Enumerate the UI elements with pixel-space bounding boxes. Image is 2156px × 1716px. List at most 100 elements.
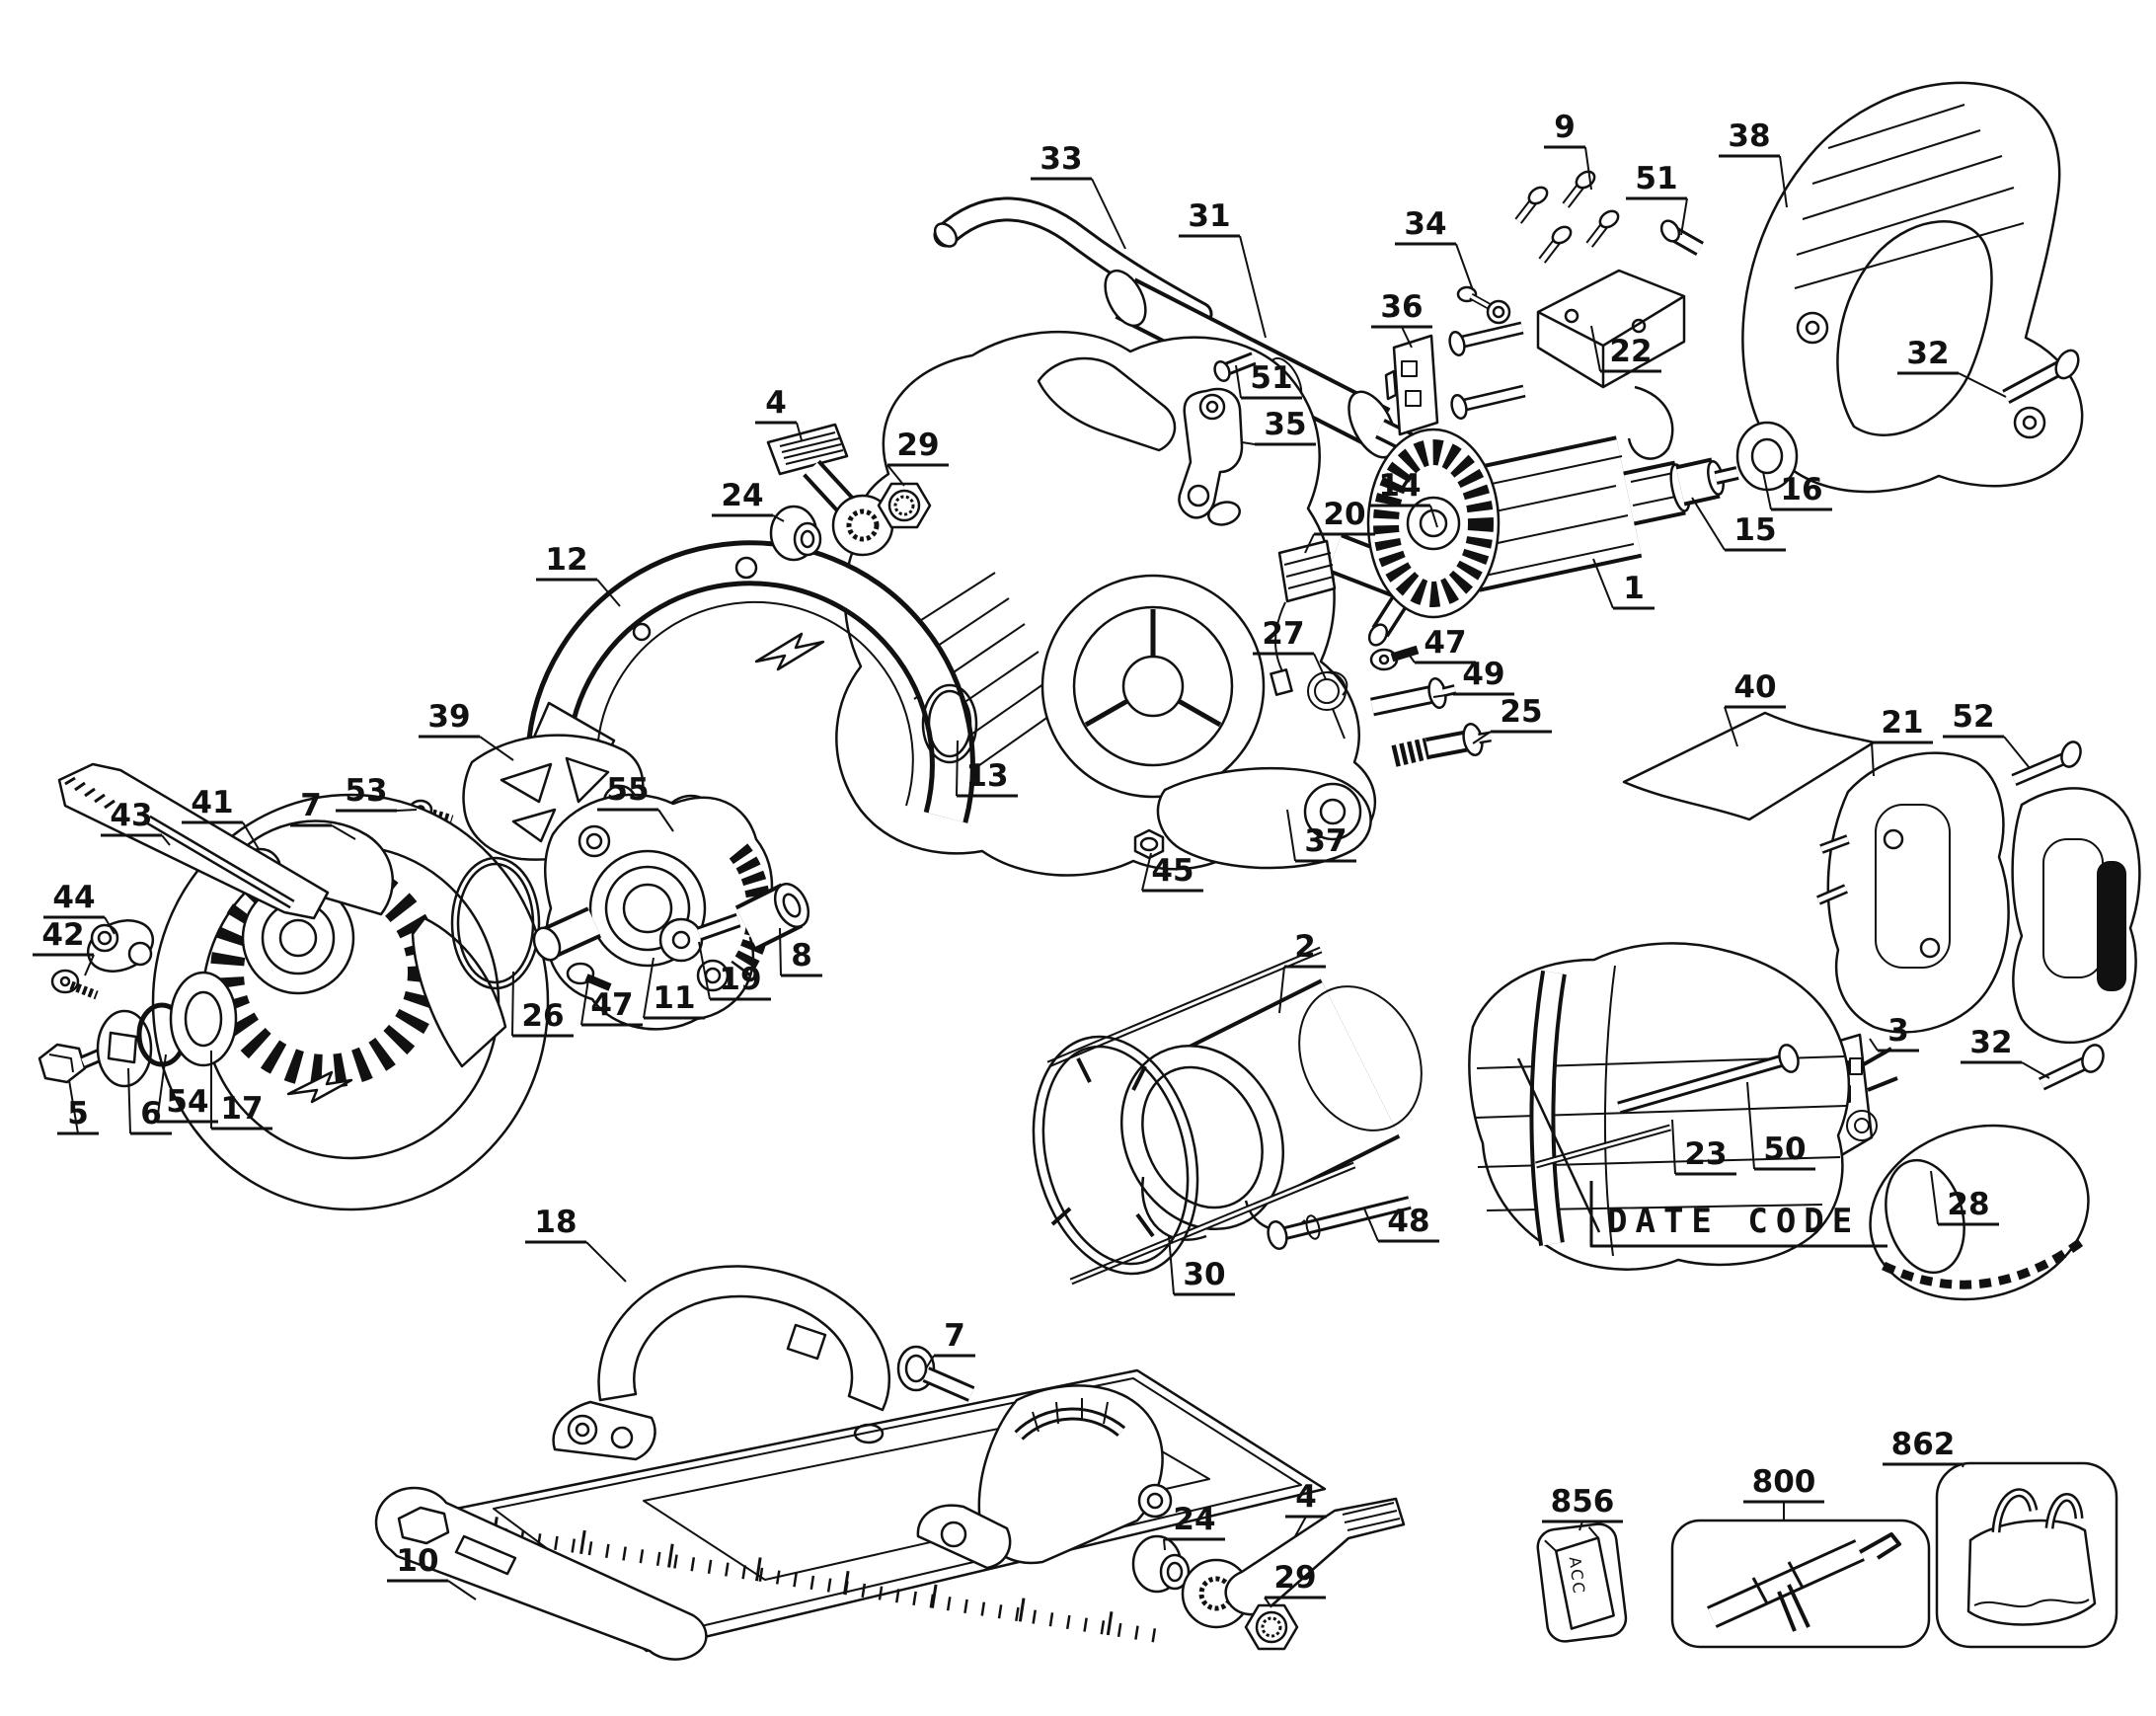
part-locknut-29-top [877,482,932,529]
callout-9: 9 [1544,110,1592,191]
part-bushing-24-bottom [1131,1534,1191,1594]
part-number-label: 18 [534,1205,577,1240]
part-nameplate-label-40 [1622,711,1876,821]
callout-27: 27 [1253,616,1327,680]
part-number-label: 27 [1262,616,1304,652]
part-screws-32-mid [1448,321,1526,421]
part-number-label: 26 [521,998,564,1034]
part-number-label: 40 [1733,669,1776,705]
callout-6: 6 [127,1067,172,1135]
part-number-label: 13 [965,758,1008,794]
callout-44: 44 [43,880,116,935]
part-brush-holder-36 [1384,334,1439,436]
part-carbon-brush-20 [1270,539,1337,696]
part-housing-half-21 [1816,751,2141,1045]
part-lower-guard-41 [151,793,550,1211]
part-blade-wrench-kit-800 [1670,1519,1931,1649]
part-number-label: 45 [1151,853,1194,889]
part-bolt-7-bottom [896,1345,975,1402]
callout-11: 11 [643,957,705,1020]
part-screw-47-left [566,962,612,991]
callout-35: 35 [1241,407,1316,446]
callout-50: 50 [1746,1081,1815,1171]
callout-36: 36 [1371,289,1432,349]
callout-34: 34 [1395,206,1474,291]
callout-13: 13 [956,740,1018,798]
callout-22: 22 [1590,325,1661,373]
callout-33: 33 [1031,141,1126,250]
part-number-label: 20 [1323,497,1365,532]
part-acc-label-856: ACC [1536,1522,1628,1643]
part-number-label: 7 [944,1318,965,1354]
callout-29: 29 [1264,1560,1326,1608]
part-pin-51-mid [1213,351,1257,382]
part-handle-housing-38 [1741,81,2084,494]
callout-40: 40 [1724,669,1786,747]
part-switch-22 [1536,269,1686,460]
part-number-label: 48 [1387,1204,1429,1239]
callout-3: 3 [1869,1013,1919,1053]
part-washer-17 [169,971,238,1067]
part-number-label: 5 [67,1096,89,1131]
part-pivot-bracket-18 [552,1265,890,1461]
part-terminal-34 [1456,285,1511,325]
part-number-label: 52 [1952,699,1994,735]
part-number-label: 32 [1969,1025,2012,1060]
callout-55: 55 [597,772,674,832]
part-number-label: 9 [1554,110,1576,145]
part-bolt-50 [1535,1044,1800,1169]
callout-20: 20 [1304,497,1375,554]
callout-42: 42 [33,917,95,976]
part-number-label: 16 [1780,472,1822,507]
callout-18: 18 [525,1205,627,1283]
callout-8: 8 [779,927,822,977]
part-spring-27 [1307,670,1348,740]
part-number-label: 862 [1891,1427,1956,1462]
callout-24: 24 [712,478,785,522]
part-number-label: 29 [1273,1560,1316,1596]
callout-41: 41 [182,785,260,850]
part-nut-45 [1133,828,1165,860]
part-number-label: 32 [1906,336,1949,371]
part-bushing-24-top [769,505,822,562]
part-number-label: 54 [166,1084,208,1120]
part-number-label: 856 [1551,1484,1615,1520]
part-number-label: 43 [110,798,152,833]
part-bevel-quadrant [916,1384,1173,1570]
callout-4: 4 [755,385,803,441]
part-number-label: 15 [1733,512,1776,548]
part-screw-32-right [2038,1044,2105,1091]
callout-54: 54 [156,1053,218,1124]
part-screw-48 [1267,1196,1412,1251]
callout-7: 7 [925,1318,975,1369]
callout-14: 14 [1369,468,1438,528]
callout-31: 31 [1179,198,1267,339]
callout-47: 47 [580,978,643,1027]
part-number-label: 3 [1887,1013,1909,1049]
callout-25: 25 [1472,694,1552,744]
part-number-label: 11 [653,980,695,1016]
callout-48: 48 [1363,1204,1439,1243]
part-number-label: 21 [1881,705,1923,741]
part-baffle-30 [1032,1035,1199,1276]
date-code-callout: DATE CODE [1516,1057,1887,1248]
part-number-label: 31 [1188,198,1230,234]
part-number-label: 55 [606,772,649,808]
callout-39: 39 [419,699,514,761]
part-number-label: 41 [191,785,233,820]
part-lever-4-bottom [1181,1497,1406,1629]
callout-2: 2 [1278,929,1326,1014]
part-number-label: 39 [427,699,470,735]
part-number-label: 25 [1500,694,1542,730]
callout-26: 26 [511,971,574,1038]
part-number-label: 49 [1462,657,1504,692]
callout-10: 10 [387,1543,477,1600]
part-locknut-29-bottom [1244,1603,1299,1651]
part-screw-52 [2011,741,2082,786]
part-tool-bag-862 [1935,1461,2118,1649]
date-code-label: DATE CODE [1607,1202,1860,1241]
part-number-label: 6 [140,1096,162,1131]
part-number-label: 37 [1304,823,1347,859]
callout-5: 5 [57,1079,99,1135]
